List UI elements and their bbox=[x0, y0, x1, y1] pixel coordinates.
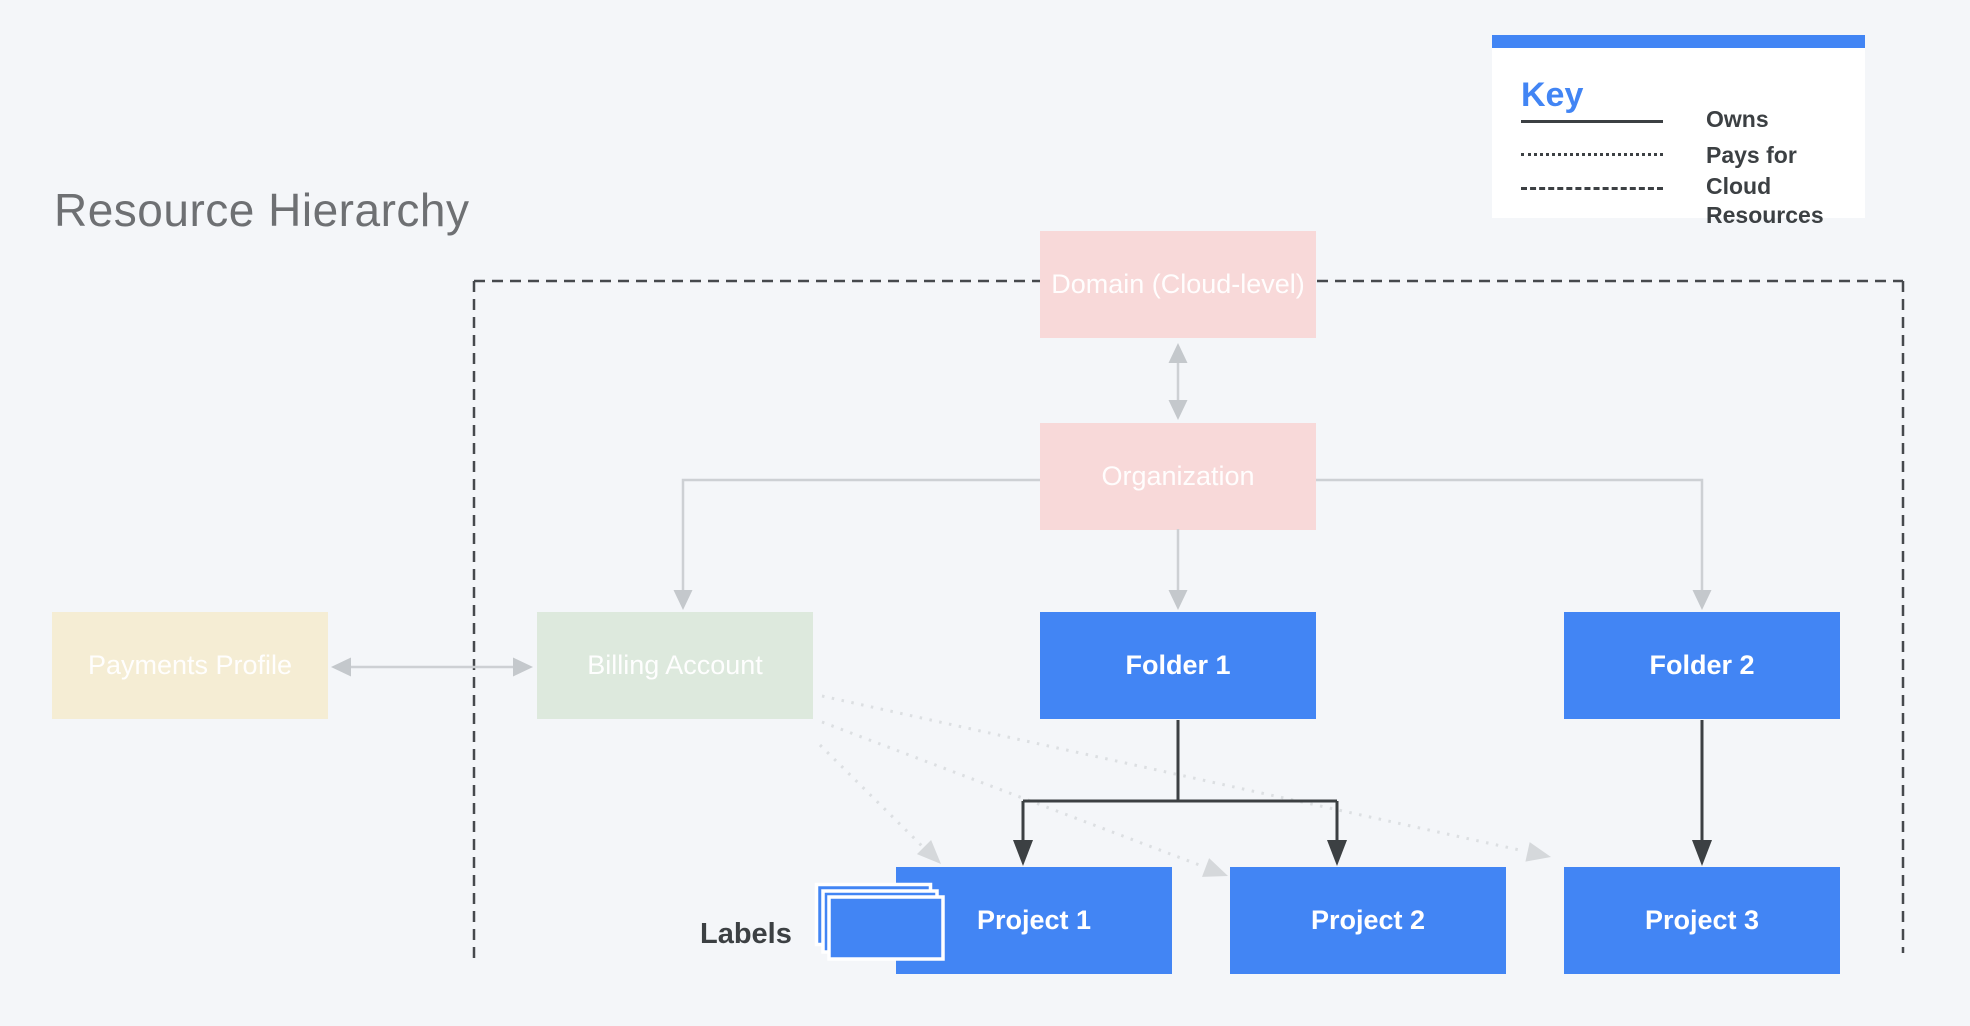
legend-dotted-line-sample bbox=[1521, 153, 1663, 156]
billing-to-project3-dotted bbox=[821, 694, 1525, 853]
legend-dashed-line-sample bbox=[1521, 187, 1663, 190]
node-project1-label: Project 1 bbox=[976, 905, 1092, 935]
arrowhead-left-payments bbox=[331, 657, 351, 677]
billing-to-project1-dotted bbox=[818, 743, 925, 849]
arrowhead-down-project3 bbox=[1692, 840, 1712, 866]
legend-solid-line-sample bbox=[1521, 120, 1663, 123]
arrowhead-dotted-project2 bbox=[1202, 858, 1228, 877]
node-organization: Organization bbox=[1040, 423, 1316, 530]
legend-accent-bar bbox=[1492, 35, 1865, 48]
arrowhead-down-project2 bbox=[1327, 840, 1347, 866]
arrowhead-up-domain bbox=[1168, 343, 1188, 363]
arrowhead-dotted-project3 bbox=[1525, 842, 1551, 862]
node-project3-label: Project 3 bbox=[1644, 905, 1760, 935]
arrowhead-down-folder2 bbox=[1692, 590, 1712, 610]
node-folder-1: Folder 1 bbox=[1040, 612, 1316, 719]
node-project-3: Project 3 bbox=[1564, 867, 1840, 974]
legend-heading: Key bbox=[1521, 76, 1584, 114]
pays-for-connectors-dotted bbox=[818, 694, 1525, 868]
legend-label-pays-for: Pays for bbox=[1706, 142, 1797, 168]
node-folder2-label: Folder 2 bbox=[1649, 650, 1755, 680]
node-folder-2: Folder 2 bbox=[1564, 612, 1840, 719]
arrowhead-down-organization bbox=[1168, 400, 1188, 420]
node-domain-label: Domain (Cloud-level) bbox=[1051, 269, 1305, 299]
arrowhead-down-billing bbox=[673, 590, 693, 610]
node-billing-account: Billing Account bbox=[537, 612, 813, 719]
card-front bbox=[827, 895, 945, 961]
node-organization-label: Organization bbox=[1101, 461, 1255, 491]
dark-arrowheads bbox=[1013, 840, 1712, 866]
node-project-2: Project 2 bbox=[1230, 867, 1506, 974]
node-project2-label: Project 2 bbox=[1310, 905, 1426, 935]
legend-panel: Key Owns Pays for Cloud Resources bbox=[1492, 35, 1865, 228]
arrowhead-right-billing bbox=[513, 657, 533, 677]
legend-label-cloud-resources: Cloud Resources bbox=[1706, 173, 1824, 228]
node-payments-label: Payments Profile bbox=[87, 650, 293, 680]
billing-to-project2-dotted bbox=[821, 720, 1203, 868]
card-stack bbox=[814, 882, 945, 961]
node-domain: Domain (Cloud-level) bbox=[1040, 231, 1316, 338]
page-title: Resource Hierarchy bbox=[54, 184, 470, 236]
organization-to-billing-elbow bbox=[681, 478, 1040, 592]
labels-cards-icon bbox=[814, 882, 945, 961]
legend-label-owns: Owns bbox=[1706, 106, 1769, 132]
arrowhead-down-folder1 bbox=[1168, 590, 1188, 610]
organization-to-folder2-elbow bbox=[1316, 478, 1704, 592]
node-payments-profile: Payments Profile bbox=[52, 612, 328, 719]
node-billing-label: Billing Account bbox=[587, 650, 763, 680]
labels-caption: Labels bbox=[700, 918, 792, 950]
folder-project-connectors-dark bbox=[1021, 720, 1704, 842]
arrowhead-down-project1 bbox=[1013, 840, 1033, 866]
node-folder1-label: Folder 1 bbox=[1125, 650, 1231, 680]
